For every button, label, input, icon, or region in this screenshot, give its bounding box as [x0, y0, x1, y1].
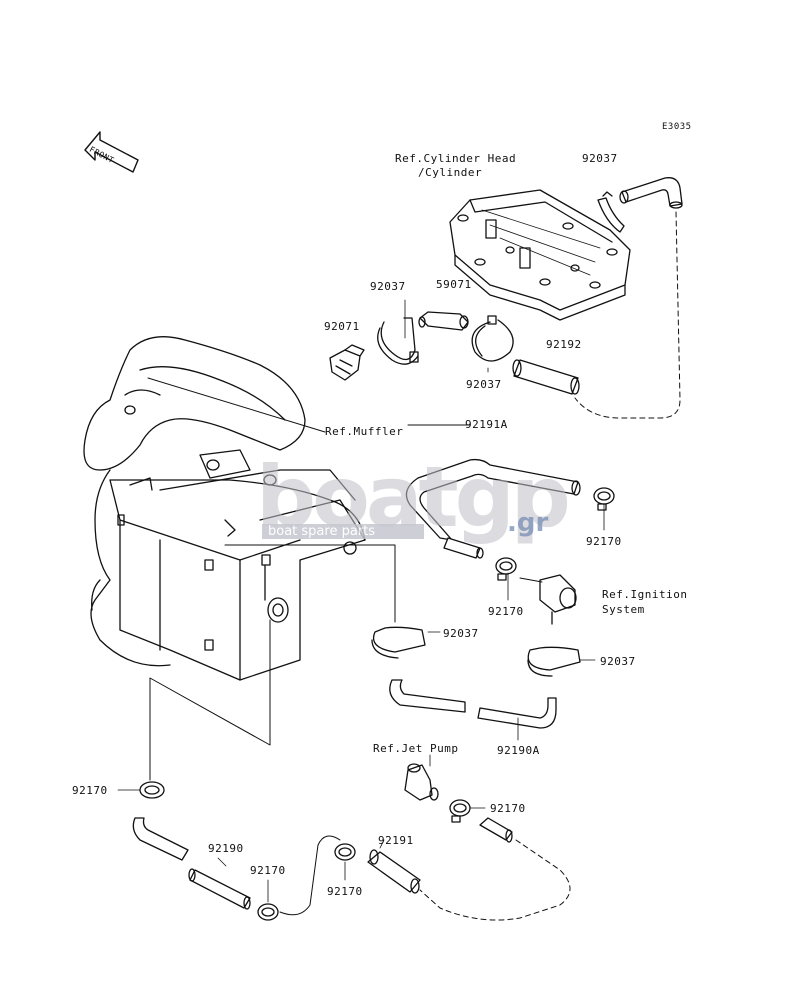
band-clamp-92037-mid [471, 315, 514, 362]
hose-clamp-92170-c [449, 799, 471, 823]
hose-top-right [619, 177, 683, 209]
part-label: 92037 [370, 280, 406, 293]
part-label: 92037 [582, 152, 618, 165]
hose-92191a [405, 458, 581, 559]
band-clamp-92037-lower-left [371, 626, 426, 659]
part-label: 92037 [443, 627, 479, 640]
ref-cylinder: /Cylinder [418, 166, 483, 179]
diagram-code: E3035 [662, 122, 692, 132]
plug-92071 [329, 344, 365, 381]
part-label: 92191 [378, 834, 414, 847]
part-label: 92037 [600, 655, 636, 668]
part-label: 92170 [327, 885, 363, 898]
fitting-59071 [418, 311, 469, 331]
ref-cylinder-head: Ref.Cylinder Head [395, 152, 517, 165]
watermark-suffix: .gr [507, 508, 549, 538]
part-label: 92190A [497, 744, 540, 757]
part-label: 92170 [586, 535, 622, 548]
cylinder-head-part [449, 189, 631, 321]
part-label: 59071 [436, 278, 472, 291]
ref-ignition: Ref.Ignition [602, 588, 688, 601]
part-label: 92190 [208, 842, 244, 855]
hose-small-right [479, 817, 513, 843]
part-label: 92170 [72, 784, 108, 797]
part-label: 92037 [466, 378, 502, 391]
part-label: 92170 [488, 605, 524, 618]
ref-jet-pump: Ref.Jet Pump [373, 742, 459, 755]
hose-clamp-92170-d [139, 781, 165, 799]
band-clamp-92037-top [597, 191, 625, 233]
part-label: 92191A [465, 418, 508, 431]
ref-ignition-system: System [602, 603, 645, 616]
front-arrow-icon [84, 131, 139, 173]
hose-92192 [512, 359, 580, 395]
hose-92191 [367, 849, 421, 894]
band-clamp-92037-lower-right [527, 646, 581, 677]
hose-92190a [389, 679, 557, 729]
ignition-fitting [539, 574, 577, 625]
hose-clamp-92170-f [334, 843, 356, 861]
hose-92190 [188, 868, 251, 910]
part-label: 92071 [324, 320, 360, 333]
jet-pump-fitting [404, 763, 439, 801]
ref-muffler: Ref.Muffler [325, 425, 404, 438]
part-label: 92192 [546, 338, 582, 351]
hose-bottom-left [132, 817, 189, 861]
part-label: 92170 [490, 802, 526, 815]
hose-clamp-92170-e [257, 903, 279, 921]
band-clamp-92037-left [377, 317, 419, 365]
watermark-tagline: boat spare parts [262, 524, 424, 539]
part-label: 92170 [250, 864, 286, 877]
hose-clamp-92170-b [495, 557, 517, 581]
